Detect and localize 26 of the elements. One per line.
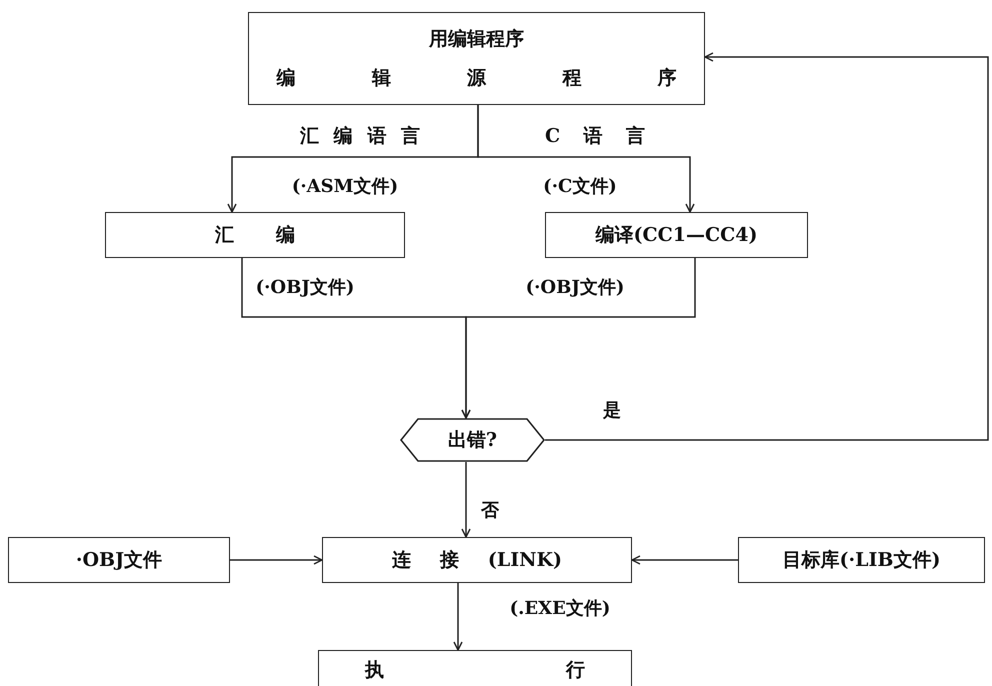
arrow [230,555,323,565]
input-box [738,537,985,583]
box-text: 用编辑程序 [429,26,524,52]
arrow [477,105,695,213]
box-text: 连接(LINK) [392,548,562,573]
box-text: 目标库(·LIB文件) [782,548,940,573]
branch-label: C语言 [545,124,645,149]
arrow [461,462,471,538]
process-box [318,650,632,686]
arrow [461,258,696,419]
process-box [105,212,405,258]
branch-label: 汇编语言 [300,124,420,149]
decision-hexagon [400,418,545,462]
process-box [545,212,808,258]
box-text: 编译(CC1—CC4) [596,223,758,248]
arrow [631,555,738,565]
process-box [322,537,632,583]
arrow [545,52,989,441]
input-box [8,537,230,583]
box-text: 出错? [448,428,498,453]
box-text: 编辑源程序 [276,66,676,92]
box-text: ·OBJ文件 [76,548,162,573]
box-text: 执行 [365,658,585,683]
box-text: 汇编 [215,223,295,248]
process-box [248,12,705,105]
arrow [453,583,463,651]
